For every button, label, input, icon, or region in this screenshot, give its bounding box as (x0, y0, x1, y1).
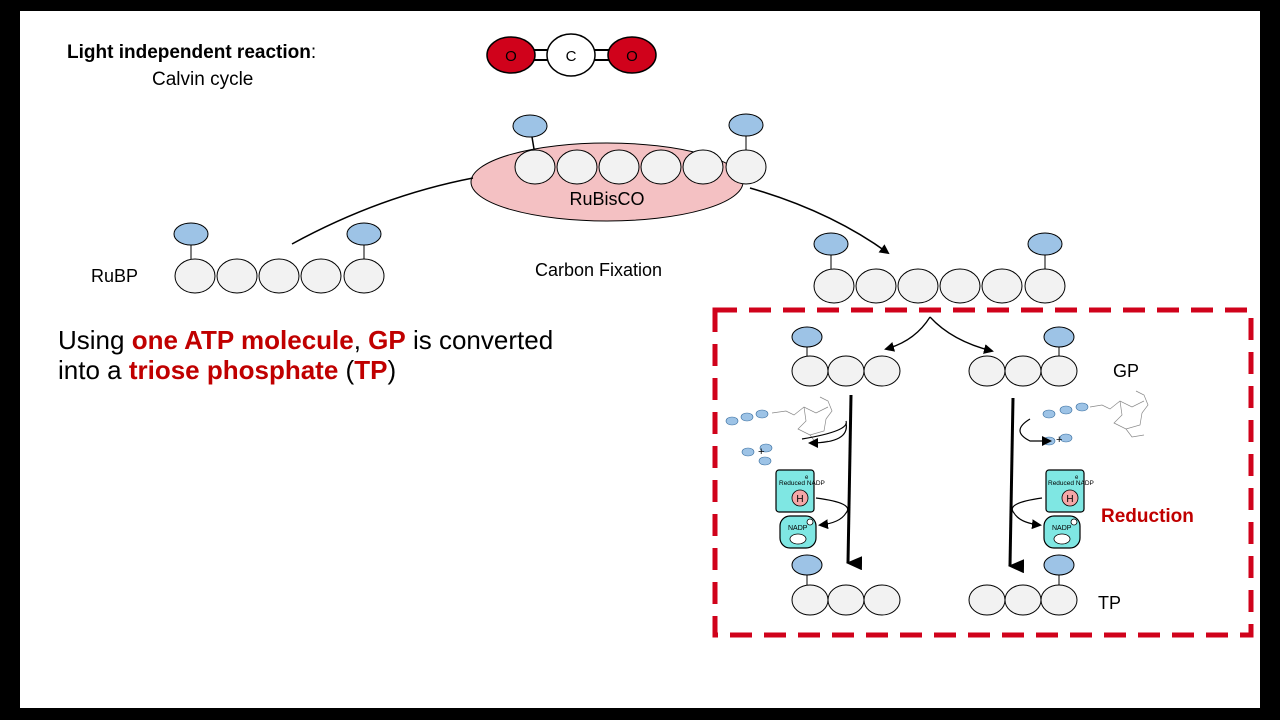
carbon-atom (863, 355, 901, 387)
reduced-nadp-text: Reduced NADP (1048, 480, 1094, 487)
carbon-atom (1040, 584, 1078, 616)
oxygen-atom-right (607, 36, 657, 74)
phosphate-group (791, 326, 823, 348)
reduction-box (712, 307, 1254, 638)
phosphate-group (728, 113, 764, 137)
carbon-atom (725, 149, 767, 185)
co2-o-right-label: O (626, 48, 638, 65)
phosphate-group (346, 222, 382, 246)
carbon-atom (1040, 355, 1078, 387)
nadp-left: NADP (779, 515, 817, 549)
phosphate-group (1043, 554, 1075, 576)
carbon-atom (598, 149, 640, 185)
phosphate-group (512, 114, 548, 138)
gp-to-tp-arrow-right (1008, 397, 1025, 574)
slide-subtitle: Calvin cycle (152, 69, 254, 90)
carbon-atom (813, 268, 855, 304)
six-carbon-intermediate (512, 113, 767, 185)
phosphate-group (1043, 326, 1075, 348)
explanation-line-2: into a triose phosphate (TP) (58, 355, 397, 385)
rubisco-label: RuBisCO (569, 189, 644, 209)
atp-molecule-right: + (1042, 390, 1149, 446)
nadp-text: NADP (1052, 525, 1072, 532)
carbon-atom (968, 355, 1006, 387)
split-arrow-right (929, 316, 994, 354)
hydrogen-label: H (1066, 494, 1073, 505)
atp-arrow-left-return (808, 422, 847, 448)
carbon-atom (343, 258, 385, 294)
split-arrow-left (884, 316, 931, 352)
phosphate-group (1027, 232, 1063, 256)
carbon-atom (682, 149, 724, 185)
nadp-arrow-right (1011, 497, 1043, 530)
gp-to-tp-arrow-left (846, 394, 863, 571)
carbon-atom (827, 355, 865, 387)
carbon-atom (791, 584, 829, 616)
rubp-to-rubisco-arrow (291, 177, 474, 245)
atp-molecule-left: + (725, 396, 833, 466)
rubisco-to-product-arrow (749, 187, 890, 255)
carbon-atom (827, 584, 865, 616)
carbon-fixation-label: Carbon Fixation (535, 260, 662, 280)
carbon-atom (546, 33, 596, 77)
atp-arrow-right (1019, 418, 1052, 446)
oxygen-atom-left (486, 36, 536, 74)
carbon-atom (855, 268, 897, 304)
tp-molecule-left (791, 554, 901, 616)
carbon-atom (258, 258, 300, 294)
tp-label: TP (1098, 593, 1121, 613)
gp-molecule-right (968, 326, 1078, 387)
phosphate-group (173, 222, 209, 246)
rubp-label: RuBP (91, 266, 138, 286)
co2-molecule: O C O (486, 33, 657, 77)
hydrogen-label: H (796, 494, 803, 505)
carbon-atom (981, 268, 1023, 304)
carbon-atom (897, 268, 939, 304)
carbon-atom (863, 584, 901, 616)
co2-o-left-label: O (505, 48, 517, 65)
nadp-right: NADP (1043, 515, 1081, 549)
carbon-atom (791, 355, 829, 387)
explanation-text: Using one ATP molecule, GP is converted … (58, 325, 553, 385)
electron-label: e (805, 475, 809, 481)
carbon-atom (514, 149, 556, 185)
carbon-atom (1004, 355, 1042, 387)
reduction-label: Reduction (1101, 506, 1194, 527)
carbon-atom (640, 149, 682, 185)
gp-molecule-left (791, 326, 901, 387)
carbon-atom (556, 149, 598, 185)
six-carbon-product (813, 232, 1066, 304)
plus-sign: + (1056, 434, 1062, 446)
nadp-arrow-left (815, 497, 849, 530)
carbon-atom (300, 258, 342, 294)
plus-sign: + (758, 446, 764, 458)
nadp-text: NADP (788, 525, 808, 532)
reduced-nadp-right: Reduced NADP H e (1045, 469, 1094, 513)
gp-label: GP (1113, 361, 1139, 381)
slide-title: Light independent reaction: (67, 42, 317, 63)
explanation-line-1: Using one ATP molecule, GP is converted (58, 325, 554, 355)
carbon-atom (216, 258, 258, 294)
reduced-nadp-left: Reduced NADP H e (775, 469, 825, 513)
phosphate-group (813, 232, 849, 256)
reduced-nadp-text: Reduced NADP (779, 480, 825, 487)
calvin-cycle-diagram: O C O RuBisCO RuBP (91, 33, 1254, 638)
carbon-atom (1004, 584, 1042, 616)
slide: Light independent reaction: Calvin cycle… (20, 11, 1260, 708)
carbon-atom (968, 584, 1006, 616)
co2-c-label: C (566, 48, 577, 65)
electron-label: e (1075, 475, 1079, 481)
tp-molecule-right (968, 554, 1078, 616)
phosphate-group (791, 554, 823, 576)
carbon-atom (174, 258, 216, 294)
atp-arrow-left (801, 420, 847, 440)
carbon-atom (1024, 268, 1066, 304)
rubp-molecule (173, 222, 385, 294)
carbon-atom (939, 268, 981, 304)
